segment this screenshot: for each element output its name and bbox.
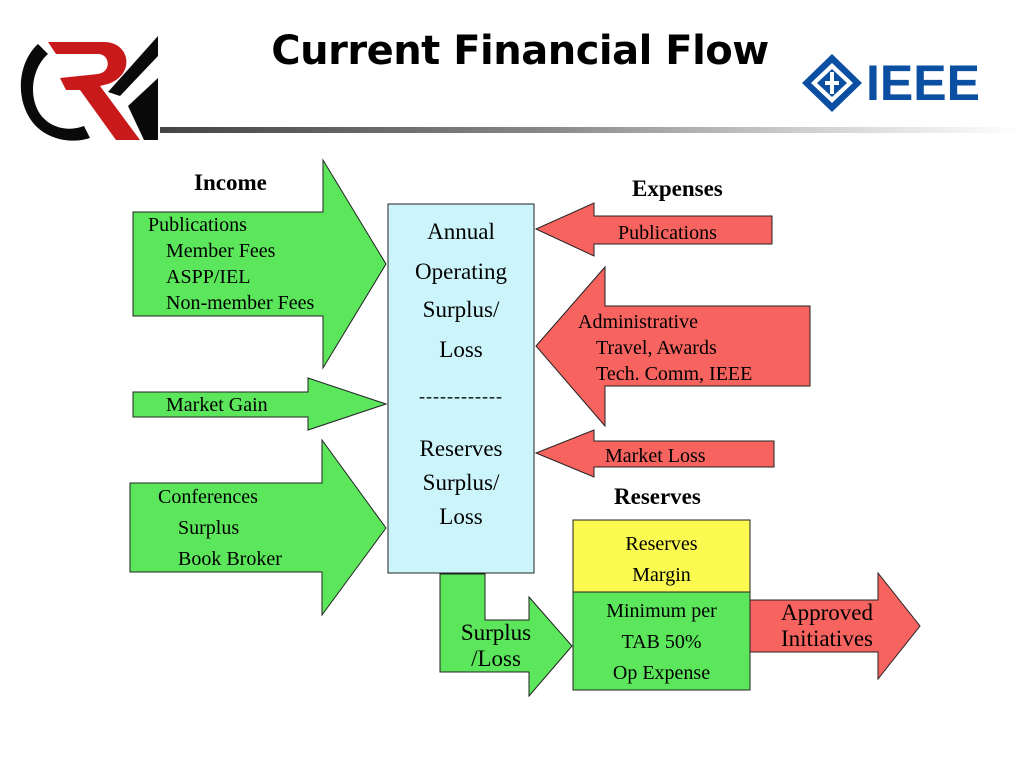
reserves-margin-text: Reserves Margin bbox=[573, 529, 750, 591]
center-line: Loss bbox=[439, 504, 483, 529]
market-gain-label: Market Gain bbox=[166, 394, 268, 416]
market-loss-arrow bbox=[534, 429, 775, 478]
approved-line: Approved bbox=[781, 600, 873, 625]
center-line: Surplus/ bbox=[422, 470, 500, 495]
reserves-minimum-line: Op Expense bbox=[612, 662, 711, 684]
administrative-item: Tech. Comm, IEEE bbox=[596, 363, 753, 385]
income-heading: Income bbox=[194, 170, 267, 195]
administrative-arrow bbox=[535, 265, 811, 428]
surplus-loss-line: /Loss bbox=[471, 646, 521, 671]
surplus-loss-arrow bbox=[439, 573, 573, 698]
reserves-minimum-box bbox=[572, 591, 751, 691]
income-publications-title: Publications bbox=[148, 214, 247, 236]
market-gain-arrow bbox=[132, 377, 388, 431]
center-box-bottom-text: Reserves Surplus/ Loss bbox=[388, 432, 534, 534]
center-line: Operating bbox=[415, 259, 507, 284]
ieee-logo: IEEE bbox=[802, 54, 980, 112]
administrative-item: Travel, Awards bbox=[596, 337, 717, 359]
surplus-loss-text: Surplus /Loss bbox=[440, 620, 552, 672]
reserves-margin-line: Margin bbox=[632, 564, 691, 586]
approved-initiatives-arrow bbox=[749, 571, 921, 681]
expenses-heading: Expenses bbox=[632, 176, 723, 201]
reserves-minimum-text: Minimum per TAB 50% Op Expense bbox=[573, 596, 750, 689]
title-rule bbox=[160, 127, 1020, 133]
income-publications-item: Member Fees bbox=[166, 240, 276, 262]
conferences-title: Conferences bbox=[158, 486, 258, 508]
expense-publications-arrow bbox=[534, 202, 773, 257]
center-line: Reserves bbox=[419, 436, 503, 461]
reserves-minimum-line: TAB 50% bbox=[621, 631, 702, 653]
administrative-title: Administrative bbox=[578, 311, 698, 333]
expense-publications-label: Publications bbox=[618, 222, 717, 244]
market-loss-label: Market Loss bbox=[605, 445, 706, 467]
income-publications-item: ASPP/IEL bbox=[166, 266, 251, 288]
income-publications-arrow bbox=[132, 158, 387, 370]
center-line: Loss bbox=[439, 337, 483, 362]
center-divider: ------------ bbox=[419, 386, 503, 406]
surplus-loss-line: Surplus bbox=[460, 620, 532, 645]
center-box-top-text: Annual Operating Surplus/ Loss bbox=[388, 212, 534, 372]
page-title: Current Financial Flow bbox=[271, 28, 769, 74]
approved-line: Initiatives bbox=[781, 626, 873, 651]
reserves-margin-box bbox=[572, 519, 751, 593]
approved-initiatives-text: Approved Initiatives bbox=[752, 600, 902, 652]
center-box bbox=[387, 203, 535, 574]
income-publications-item: Non-member Fees bbox=[166, 292, 315, 314]
ra-logo bbox=[20, 36, 158, 141]
center-line: Surplus/ bbox=[422, 297, 500, 322]
ieee-logo-text: IEEE bbox=[866, 55, 980, 111]
conferences-item: Surplus bbox=[178, 517, 240, 539]
reserves-margin-line: Reserves bbox=[625, 533, 698, 555]
conferences-arrow bbox=[129, 438, 387, 617]
conferences-item: Book Broker bbox=[178, 548, 282, 570]
reserves-heading: Reserves bbox=[614, 484, 701, 509]
reserves-minimum-line: Minimum per bbox=[606, 600, 717, 622]
center-line: Annual bbox=[427, 219, 495, 244]
